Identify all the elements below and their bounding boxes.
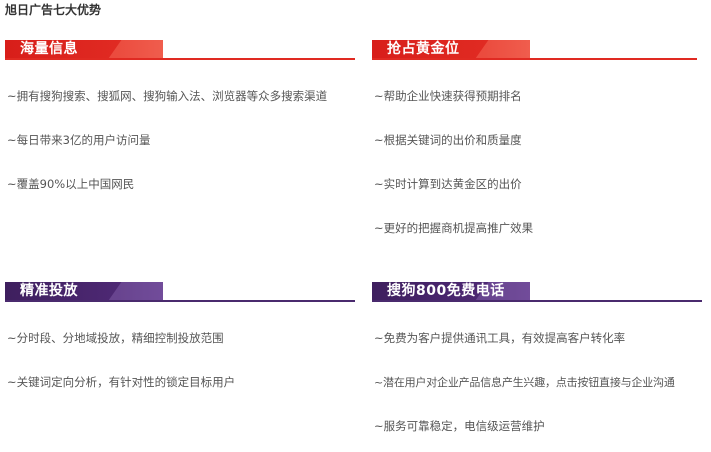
section-title: 抢占黄金位 bbox=[387, 41, 460, 57]
section-tab bbox=[5, 282, 163, 301]
section-title: 搜狗800免费电话 bbox=[387, 283, 505, 299]
section-tab bbox=[372, 282, 530, 301]
section-divider bbox=[372, 58, 697, 60]
list-item: ~每日带来3亿的用户访问量 bbox=[7, 133, 151, 147]
list-item: ~免费为客户提供通讯工具，有效提高客户转化率 bbox=[374, 331, 626, 345]
section-massive-info: 海量信息 ~拥有搜狗搜索、搜狐网、搜狗输入法、浏览器等众多搜索渠道 ~每日带来3… bbox=[5, 40, 355, 191]
section-divider bbox=[5, 300, 355, 302]
list-item: ~拥有搜狗搜索、搜狐网、搜狗输入法、浏览器等众多搜索渠道 bbox=[7, 89, 328, 103]
list-item: ~关键词定向分析，有针对性的锁定目标用户 bbox=[7, 375, 236, 389]
section-golden-position: 抢占黄金位 ~帮助企业快速获得预期排名 ~根据关键词的出价和质量度 ~实时计算到… bbox=[372, 40, 697, 235]
section-title: 海量信息 bbox=[20, 41, 78, 57]
list-item: ~分时段、分地域投放，精细控制投放范围 bbox=[7, 331, 224, 345]
section-precise-targeting: 精准投放 ~分时段、分地域投放，精细控制投放范围 ~关键词定向分析，有针对性的锁… bbox=[5, 282, 355, 389]
section-free-phone: 搜狗800免费电话 ~免费为客户提供通讯工具，有效提高客户转化率 ~潜在用户对企… bbox=[372, 282, 702, 433]
section-header: 抢占黄金位 bbox=[372, 40, 697, 62]
section-header: 精准投放 bbox=[5, 282, 355, 304]
section-divider bbox=[372, 300, 702, 302]
list-item: ~根据关键词的出价和质量度 bbox=[374, 133, 522, 147]
list-item: ~服务可靠稳定，电信级运营维护 bbox=[374, 419, 545, 433]
list-item: ~覆盖90%以上中国网民 bbox=[7, 177, 135, 191]
list-item: ~实时计算到达黄金区的出价 bbox=[374, 177, 522, 191]
list-item: ~潜在用户对企业产品信息产生兴趣，点击按钮直接与企业沟通 bbox=[374, 376, 675, 389]
section-title: 精准投放 bbox=[20, 283, 78, 299]
section-divider bbox=[5, 58, 355, 60]
section-header: 海量信息 bbox=[5, 40, 355, 62]
section-tab bbox=[372, 40, 530, 59]
section-tab bbox=[5, 40, 163, 59]
list-item: ~更好的把握商机提高推广效果 bbox=[374, 221, 534, 235]
list-item: ~帮助企业快速获得预期排名 bbox=[374, 89, 522, 103]
page-title: 旭日广告七大优势 bbox=[5, 3, 102, 17]
section-header: 搜狗800免费电话 bbox=[372, 282, 702, 304]
